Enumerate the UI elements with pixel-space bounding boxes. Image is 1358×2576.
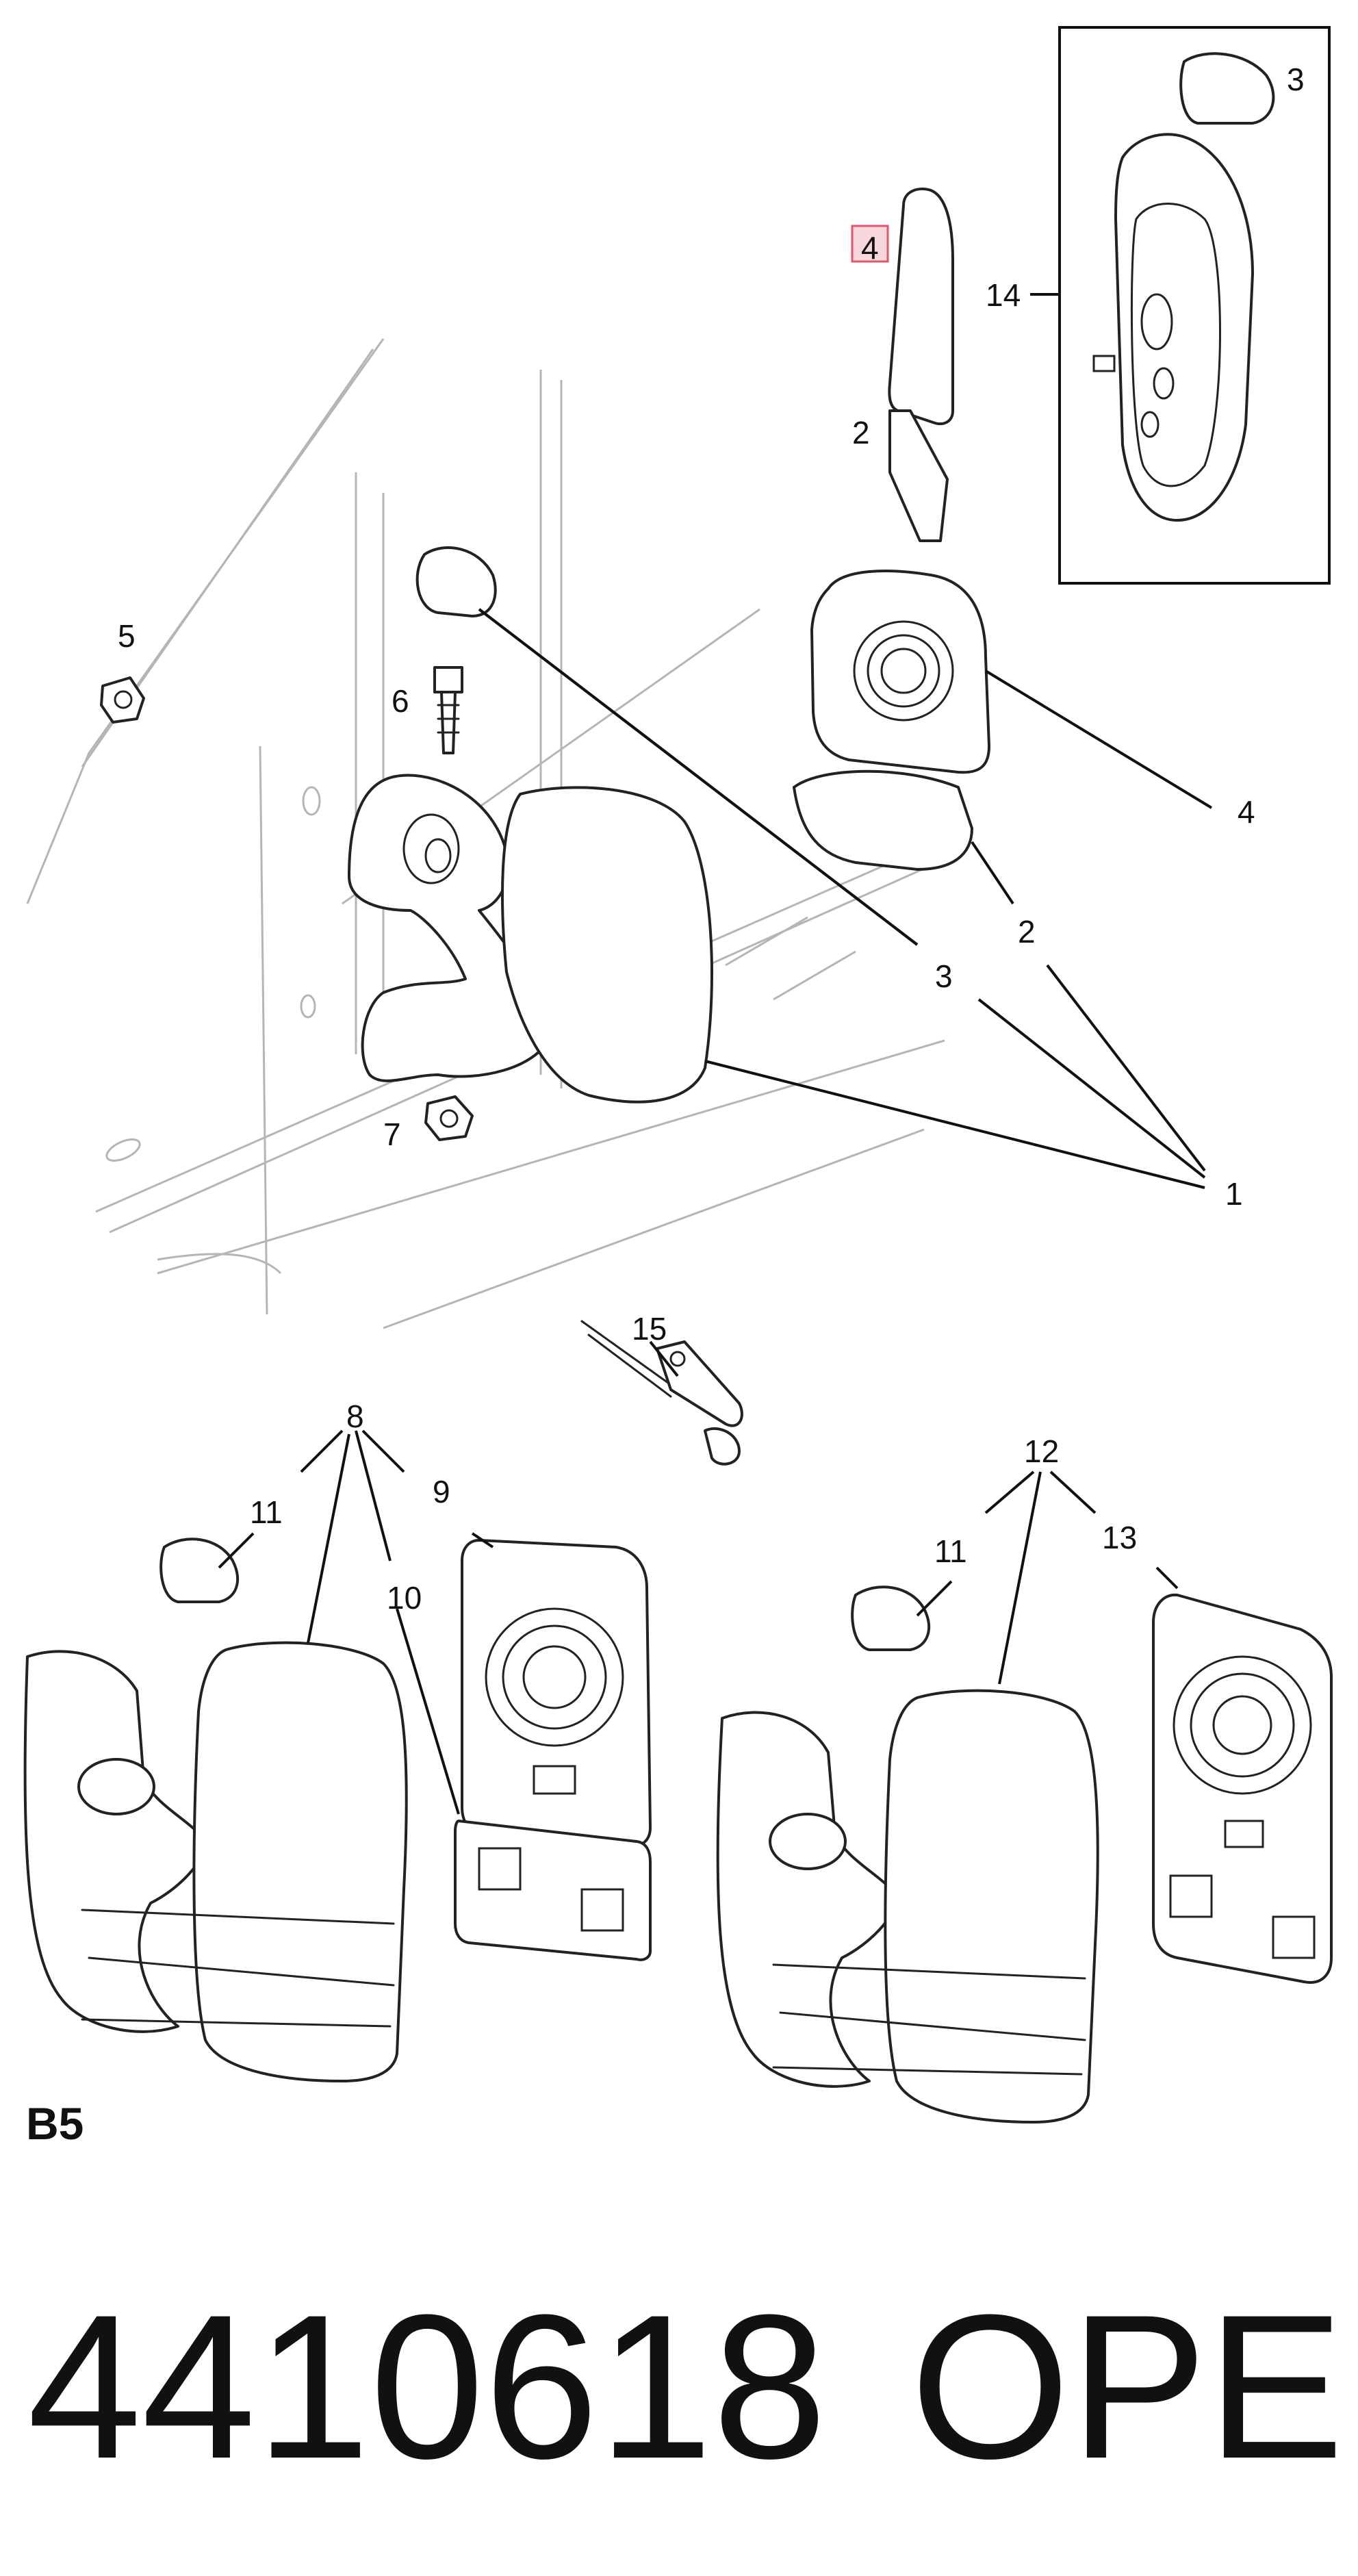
mirror-assembly-part-8 (23, 1641, 408, 2082)
callout-labels: 3 4 14 2 5 6 4 2 3 7 1 15 8 11 9 10 12 1… (118, 62, 1305, 1616)
mirror-assembly-part-1 (348, 774, 713, 1104)
callout-11-right: 11 (934, 1533, 967, 1569)
part-number: 4410618 (27, 2271, 827, 2501)
section-label: B5 (26, 2098, 84, 2149)
callout-6: 6 (392, 683, 409, 719)
brand-label: OPEL (910, 2271, 1358, 2501)
mirror-assembly-part-12 (716, 1689, 1099, 2124)
callout-9: 9 (433, 1474, 450, 1509)
cap-part-3 (415, 546, 497, 617)
callout-1: 1 (1225, 1176, 1243, 1212)
cover-strip-part-2 (793, 769, 973, 871)
bolt-part-6 (433, 666, 463, 754)
callout-3-inset: 3 (1287, 62, 1305, 97)
plate-part-10 (454, 1820, 652, 1961)
cap-part-11-right (851, 1585, 931, 1651)
callout-8: 8 (346, 1399, 364, 1434)
glass-plate-part-2-top (888, 409, 949, 542)
mirror-backing-part-13 (1152, 1593, 1333, 1984)
nut-part-5 (100, 676, 145, 724)
callout-2: 2 (1018, 914, 1036, 949)
callout-4: 4 (1238, 794, 1255, 830)
mirror-housing-part-14 (1092, 133, 1254, 522)
callout-2-top: 2 (852, 415, 870, 450)
bracket-part-15 (580, 1320, 743, 1466)
nut-part-7 (424, 1095, 474, 1141)
callout-10: 10 (387, 1580, 422, 1616)
callout-5: 5 (118, 618, 136, 654)
callout-14: 14 (986, 277, 1021, 313)
cap-part-11-left (159, 1538, 240, 1603)
mirror-backing-part-9 (461, 1539, 652, 1849)
callout-7: 7 (383, 1117, 401, 1152)
highlight-box (851, 225, 889, 263)
callout-4-top: 4 (861, 230, 879, 266)
mirror-glass-part-4-top (888, 188, 954, 425)
callout-11-left: 11 (250, 1494, 283, 1530)
leader-lines (218, 293, 1213, 1815)
callout-15: 15 (632, 1311, 667, 1347)
callout-13: 13 (1102, 1520, 1137, 1555)
callout-3: 3 (935, 958, 953, 994)
callout-12: 12 (1024, 1433, 1059, 1469)
cap-part-3-inset (1179, 52, 1275, 125)
mirror-backing-part-4 (810, 570, 990, 774)
